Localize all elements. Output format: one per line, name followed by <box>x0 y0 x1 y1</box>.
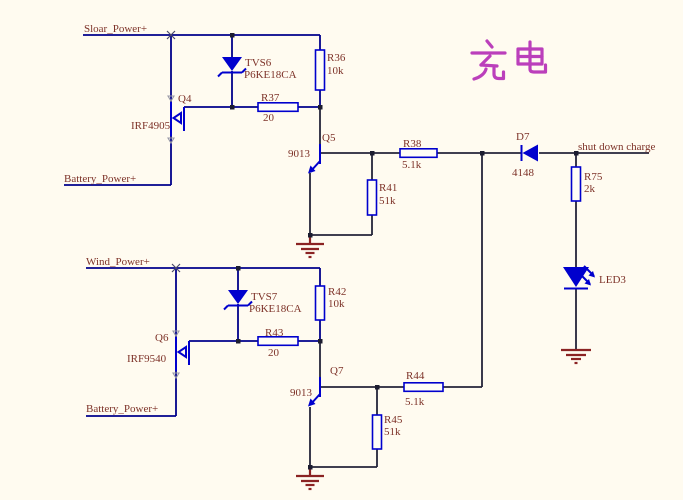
label-q5-value: 9013 <box>288 148 311 160</box>
label-q4-designator: Q4 <box>178 93 192 105</box>
label-r45-value: 51k <box>384 426 401 438</box>
resistor-r75 <box>570 166 582 202</box>
mosfet-q4-symbol <box>167 95 185 145</box>
pin-marker <box>167 95 175 103</box>
net-label-wind: Wind_Power+ <box>86 256 150 268</box>
label-r75-value: 2k <box>584 183 596 195</box>
ground-symbol-q5 <box>296 235 324 259</box>
wire-q5-network <box>309 107 400 236</box>
label-tvs6-value: P6KE18CA <box>244 69 297 81</box>
junction-dots <box>230 33 579 470</box>
net-label-shutdown-charge: shut down charge <box>578 141 656 153</box>
diode-d7-symbol <box>520 144 538 162</box>
label-r45-designator: R45 <box>384 414 403 426</box>
led3-symbol <box>563 265 595 290</box>
transistor-q5-symbol <box>308 144 321 174</box>
wire-solar-rail <box>64 34 320 186</box>
label-r42-designator: R42 <box>328 286 346 298</box>
label-tvs6-designator: TVS6 <box>245 57 272 69</box>
wire-gate-lines <box>184 35 321 342</box>
label-r41-value: 51k <box>379 195 396 207</box>
label-r42-value: 10k <box>328 298 345 310</box>
label-r38-designator: R38 <box>403 138 422 150</box>
label-r36-designator: R36 <box>327 52 346 64</box>
label-r44-designator: R44 <box>406 370 425 382</box>
label-q7-designator: Q7 <box>330 365 344 377</box>
ground-symbol-led <box>561 348 591 365</box>
erc-x-marks <box>166 30 181 273</box>
wire-q7-network <box>309 341 482 468</box>
resistor-r43 <box>257 335 299 347</box>
net-label-solar: Sloar_Power+ <box>84 23 147 35</box>
resistor-r45 <box>371 414 383 450</box>
label-r44-value: 5.1k <box>405 396 425 408</box>
resistor-r44 <box>403 381 444 393</box>
tvs-diode-tvs7-symbol <box>223 290 253 311</box>
mosfet-q6-symbol <box>172 330 190 380</box>
label-r37-designator: R37 <box>261 92 280 104</box>
transistor-q7-symbol <box>308 377 321 407</box>
net-label-battery-top: Battery_Power+ <box>64 173 136 185</box>
resistor-r38 <box>399 148 438 159</box>
hanzi-dian <box>516 40 548 74</box>
label-tvs7-value: P6KE18CA <box>249 303 302 315</box>
label-q6-value: IRF9540 <box>127 353 167 365</box>
label-r41-designator: R41 <box>379 182 397 194</box>
label-q4-value: IRF4905 <box>131 120 171 132</box>
ground-symbol-q7 <box>296 467 324 491</box>
label-r43-value: 20 <box>268 347 280 359</box>
resistor-r42 <box>314 285 326 321</box>
label-r37-value: 20 <box>263 112 275 124</box>
label-tvs7-designator: TVS7 <box>251 291 278 303</box>
pin-marker <box>172 372 180 380</box>
pin-marker <box>167 137 175 145</box>
net-label-battery-bottom: Battery_Power+ <box>86 403 158 415</box>
label-r38-value: 5.1k <box>402 159 422 171</box>
hanzi-chong <box>470 39 507 81</box>
resistor-r37 <box>257 102 299 113</box>
label-d7-value: 4148 <box>512 167 535 179</box>
tvs-diode-tvs6-symbol <box>217 57 247 78</box>
label-led3-designator: LED3 <box>599 274 626 286</box>
label-d7-designator: D7 <box>516 131 530 143</box>
label-q5-designator: Q5 <box>322 132 336 144</box>
label-q7-value: 9013 <box>290 387 313 399</box>
pin-marker <box>172 330 180 338</box>
resistor-r36 <box>314 49 326 91</box>
label-r75-designator: R75 <box>584 171 603 183</box>
title-charging <box>470 39 548 81</box>
label-q6-designator: Q6 <box>155 332 169 344</box>
led-emission-arrows <box>579 265 595 286</box>
wire-main-line <box>437 152 649 387</box>
label-r36-value: 10k <box>327 65 344 77</box>
label-r43-designator: R43 <box>265 327 284 339</box>
resistor-r41 <box>366 179 378 216</box>
